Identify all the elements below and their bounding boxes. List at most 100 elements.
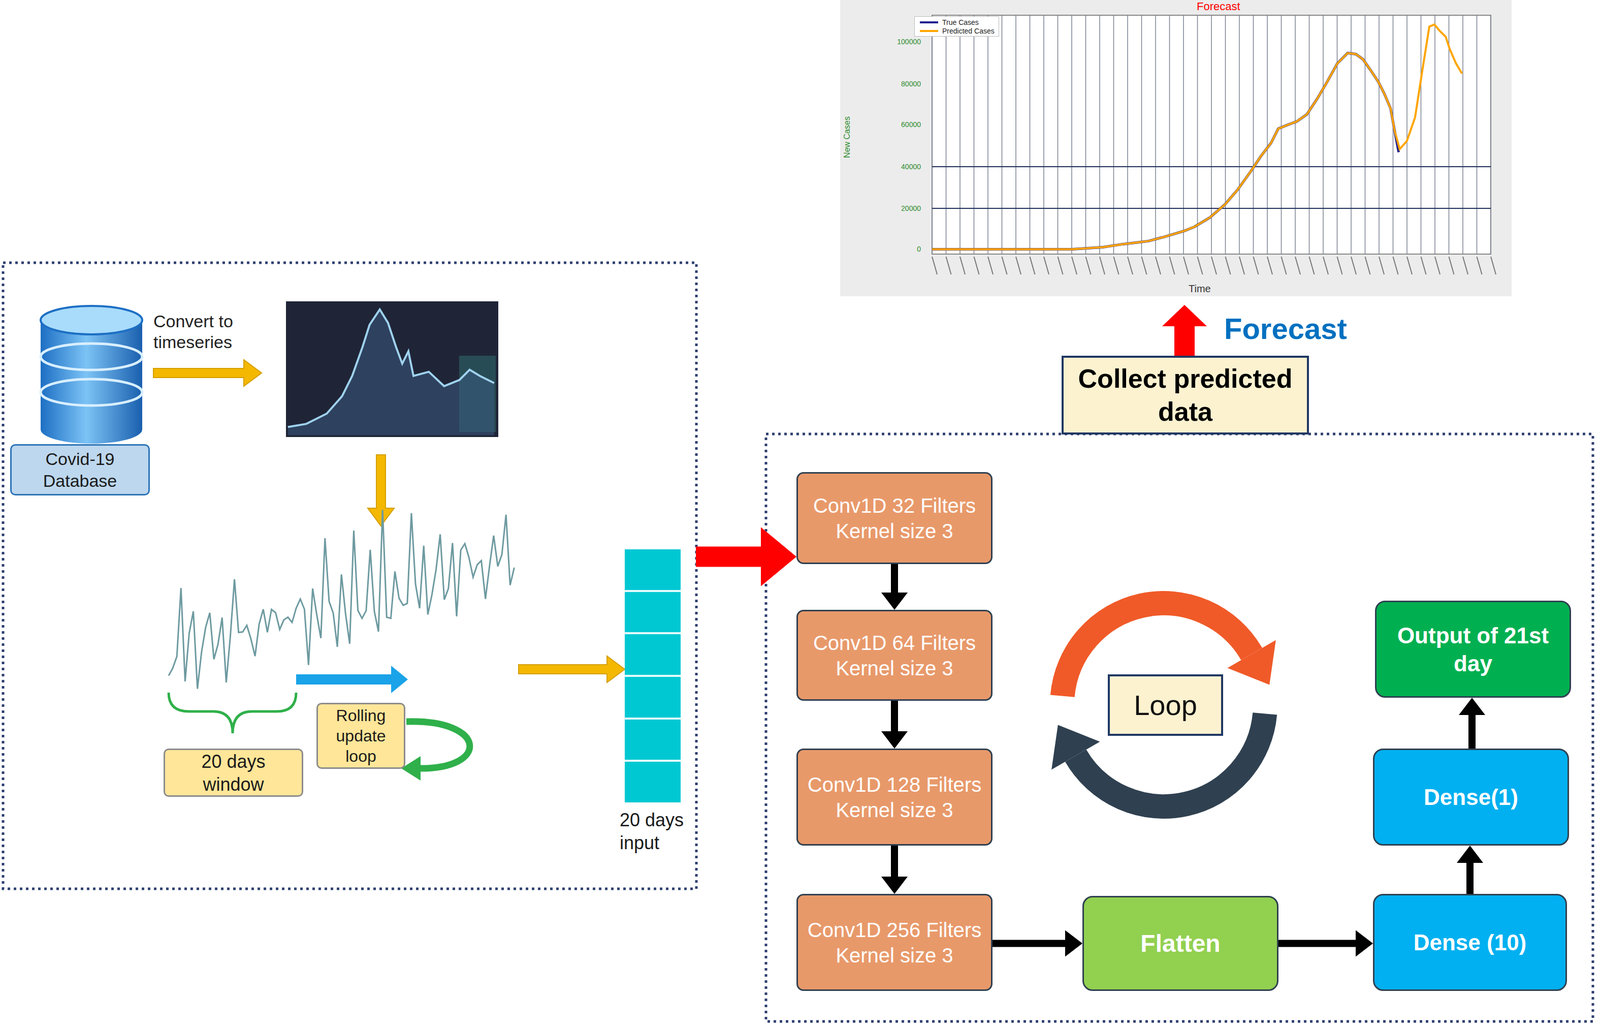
legend-text: Predicted Cases <box>942 26 995 36</box>
chart-legend: True CasesPredicted Cases <box>914 16 1000 37</box>
output-box: Output of 21st day <box>1374 600 1572 698</box>
axis-tick <box>1267 256 1273 275</box>
grid-line <box>987 15 989 254</box>
loop-icon-head <box>1227 640 1276 685</box>
axis-tick <box>1323 256 1329 275</box>
true-cases-line <box>932 53 1399 250</box>
arrowhead <box>1456 845 1484 863</box>
axis-tick <box>1281 256 1287 275</box>
axis-tick <box>987 256 994 275</box>
grid-line <box>1281 15 1283 254</box>
arrowhead <box>881 730 908 749</box>
axis-tick <box>1127 256 1133 275</box>
node-text: Covid-19 Database <box>18 448 142 492</box>
connector-line <box>1466 861 1474 894</box>
axis-tick-label: 40000 <box>900 162 922 172</box>
grid-line <box>1308 15 1310 254</box>
axis-tick <box>1295 256 1301 275</box>
axis-tick <box>1406 256 1413 275</box>
axis-tick <box>1379 256 1385 275</box>
grid-line <box>1448 15 1450 254</box>
chart-title: Forecast <box>1196 0 1241 14</box>
connector-line <box>890 845 899 878</box>
window-box: 20 days window <box>163 748 304 797</box>
grid-line <box>1336 15 1338 254</box>
axis-tick <box>1015 256 1021 275</box>
axis-tick <box>974 256 980 275</box>
connector <box>881 563 908 610</box>
grid-line <box>1182 15 1184 254</box>
input-cell <box>624 719 681 762</box>
axis-tick <box>1043 256 1049 275</box>
axis-tick <box>1239 256 1245 275</box>
node-text: Collect predicted data <box>1070 362 1300 429</box>
connector-line <box>890 700 899 732</box>
connector <box>1458 697 1486 749</box>
grid-line <box>1378 15 1380 254</box>
axis-tick <box>1002 256 1008 275</box>
node-text: Output of 21st day <box>1383 621 1563 678</box>
node-text: Rolling update loop <box>325 705 397 766</box>
node-text: Conv1D 128 Filters Kernel size 3 <box>805 771 984 823</box>
plot-area <box>932 15 1491 254</box>
chart-background <box>840 0 1512 297</box>
grid-line <box>1197 15 1199 254</box>
arrowhead <box>1065 930 1083 957</box>
axis-tick <box>1434 256 1440 275</box>
input-column: 20 days input <box>619 549 696 854</box>
legend-sample <box>918 28 940 34</box>
axis-tick <box>1183 256 1189 275</box>
axis-tick <box>1058 256 1064 275</box>
connector-line <box>1278 939 1357 947</box>
axis-tick-label: 60000 <box>900 120 922 130</box>
grid-line <box>945 15 947 254</box>
axis-tick <box>1477 256 1483 275</box>
node-text: Dense(1) <box>1423 782 1519 811</box>
flatten-box: Flatten <box>1082 895 1279 991</box>
grid-line <box>1225 15 1227 254</box>
dense-layer-box: Dense (10) <box>1372 893 1567 991</box>
grid-line <box>1434 15 1436 254</box>
axis-tick <box>1155 256 1161 275</box>
node-text: Conv1D 256 Filters Kernel size 3 <box>805 916 984 968</box>
axis-tick <box>1490 256 1496 275</box>
grid-line <box>1266 15 1268 254</box>
grid-line <box>932 166 1491 168</box>
grid-line <box>1350 15 1352 254</box>
grid-line <box>959 15 961 254</box>
axis-tick <box>1211 256 1217 275</box>
axis-tick-label: 20000 <box>900 204 922 213</box>
axis-tick <box>1393 256 1399 275</box>
connector <box>695 527 797 587</box>
grid-line <box>1029 15 1031 254</box>
conv-layer-box: Conv1D 256 Filters Kernel size 3 <box>796 893 993 991</box>
grid-line <box>1155 15 1157 254</box>
axis-title: Time <box>1188 282 1211 295</box>
input-cell <box>624 591 681 635</box>
dense-layer-box: Dense(1) <box>1372 748 1570 846</box>
arrowhead <box>881 592 908 610</box>
conv-layer-box: Conv1D 128 Filters Kernel size 3 <box>796 748 993 846</box>
grid-line <box>1392 15 1394 254</box>
axis-tick <box>1225 256 1231 275</box>
axis-tick <box>932 256 938 275</box>
grid-line <box>1127 15 1129 254</box>
arrowhead <box>1355 930 1373 957</box>
axis-tick <box>946 256 952 275</box>
grid-line <box>1043 15 1045 254</box>
grid-line <box>1057 15 1059 254</box>
connector <box>881 845 908 894</box>
data-source-box: Covid-19 Database <box>10 443 150 496</box>
dotted-region <box>3 262 697 889</box>
connector <box>1456 845 1484 894</box>
connector <box>1278 930 1373 957</box>
connector <box>992 930 1083 957</box>
node-text: 20 days input <box>619 808 696 854</box>
grid-line <box>931 15 933 254</box>
legend-row: Predicted Cases <box>918 26 995 36</box>
axis-tick <box>1351 256 1357 275</box>
timeseries-chart <box>285 301 499 437</box>
node-text: Dense (10) <box>1413 928 1527 956</box>
axis-tick <box>1085 256 1092 275</box>
